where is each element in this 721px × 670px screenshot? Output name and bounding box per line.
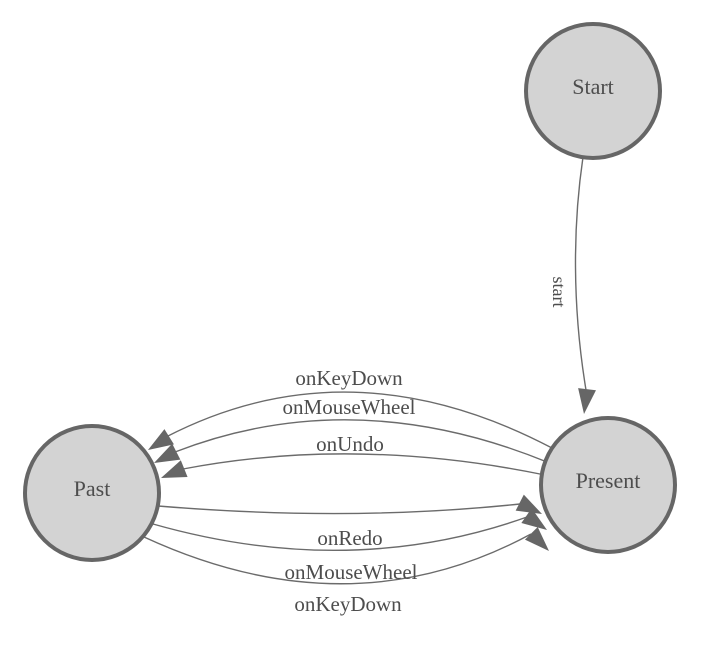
- edge-label-onundo: onUndo: [316, 432, 384, 456]
- edge-past-to-present-onkeydown: [143, 533, 532, 585]
- edge-present-to-past-onmousewheel: [174, 419, 548, 463]
- edge-label-onkeydown-bottom: onKeyDown: [294, 592, 402, 616]
- state-node-present: [539, 416, 677, 554]
- arrowhead-past-onundo: [161, 460, 188, 478]
- edge-label-onredo: onRedo: [317, 526, 382, 550]
- arrowhead-past-onkeydown: [148, 429, 174, 450]
- edge-past-to-present-onmousewheel: [152, 516, 528, 552]
- arrowhead-group: [148, 388, 596, 551]
- edge-label-onmousewheel-top: onMouseWheel: [283, 395, 416, 419]
- arrowhead-present-onredo: [515, 494, 542, 514]
- edge-group: [143, 156, 587, 585]
- node-label-present: Present: [576, 468, 641, 493]
- state-node-start: [524, 22, 662, 160]
- node-label-past: Past: [74, 476, 111, 501]
- arrowhead-present-onkeydown: [524, 526, 549, 551]
- edge-label-onmousewheel-bottom: onMouseWheel: [285, 560, 418, 584]
- arrowhead-present-onmousewheel: [521, 508, 547, 530]
- edge-label-group: start onKeyDown onMouseWheel onUndo onRe…: [283, 277, 569, 617]
- node-group: [23, 22, 677, 562]
- edge-start-to-present: [574, 156, 587, 391]
- edge-present-to-past-onkeydown: [165, 391, 553, 449]
- edge-label-start: start: [549, 277, 569, 308]
- edge-past-to-present-onredo: [157, 503, 521, 515]
- arrowhead-past-onmousewheel: [154, 443, 181, 463]
- edge-label-onkeydown-top: onKeyDown: [295, 366, 403, 390]
- arrowhead-start-edge: [578, 388, 596, 414]
- edge-present-to-past-onundo: [182, 453, 546, 476]
- node-label-start: Start: [572, 74, 614, 99]
- node-label-group: Start Past Present: [74, 74, 641, 501]
- state-node-past: [23, 424, 161, 562]
